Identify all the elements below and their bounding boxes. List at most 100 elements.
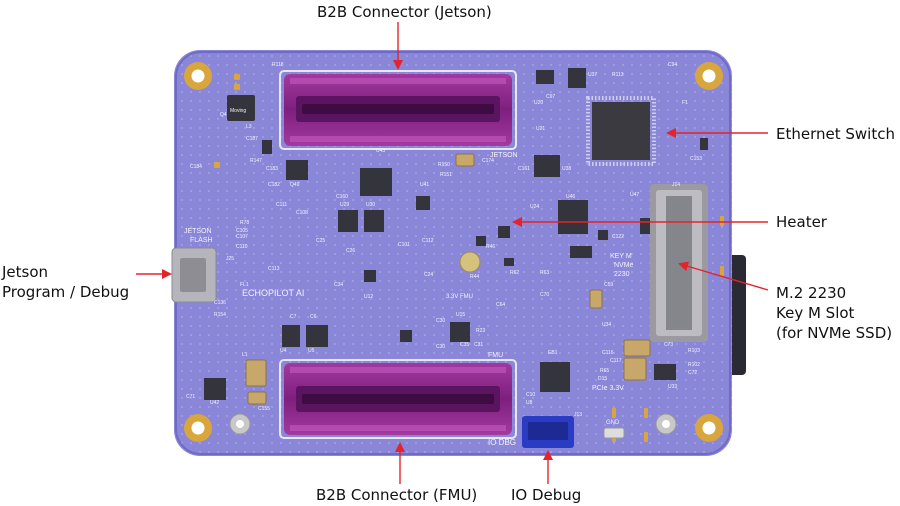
silkscreen-ref-q4: Q4 [220, 112, 227, 118]
callout-m2-slot-line1: M.2 2230 [776, 283, 892, 303]
callout-m2-slot-line2: Key M Slot [776, 303, 892, 323]
silkscreen-brand: ECHOPILOT AI [242, 288, 304, 298]
silkscreen-ref-r103: R103 [688, 348, 700, 354]
silkscreen-ref-r23: R23 [476, 328, 485, 334]
silkscreen-ref-c117: C117 [610, 358, 622, 364]
silkscreen-ref-c30: C30 [436, 344, 445, 350]
silkscreen-ref-c59: C59 [604, 282, 613, 288]
silkscreen-ref-c34: C34 [334, 282, 343, 288]
silkscreen-ref-u47: U47 [630, 192, 639, 198]
silkscreen-ref-c174: C174 [482, 158, 494, 164]
silkscreen-ref-c97: C97 [546, 94, 555, 100]
silkscreen-ref-r63: R63 [540, 270, 549, 276]
silkscreen-ref-q49: Q49 [290, 182, 300, 188]
silkscreen-ref-r62: R62 [510, 270, 519, 276]
silkscreen-ref-c160: C160 [336, 194, 348, 200]
silkscreen-ref-c108: C108 [296, 210, 308, 216]
silkscreen-ref-u37: U37 [588, 72, 597, 78]
silkscreen-ref-u42: U42 [210, 400, 219, 406]
callout-ethernet-switch: Ethernet Switch [776, 124, 895, 144]
silkscreen-ref-c153: C153 [690, 156, 702, 162]
silkscreen-ref-u12: U12 [364, 294, 373, 300]
silkscreen-ref-j14: J14 [672, 182, 680, 188]
callout-jetson-debug: Jetson Program / Debug [2, 262, 129, 302]
silkscreen-ref-r78: R78 [240, 220, 249, 226]
silkscreen-ref-c26: C26 [346, 248, 355, 254]
silkscreen-key-m-1: KEY M [610, 253, 632, 260]
callout-m2-slot: M.2 2230 Key M Slot (for NVMe SSD) [776, 283, 892, 343]
silkscreen-ref-c73: C73 [664, 342, 673, 348]
silkscreen-ref-c111: C111 [276, 202, 287, 208]
b2b-connector-fmu [280, 360, 516, 438]
silkscreen-ref-c101: C101 [398, 242, 410, 248]
silkscreen-io-dbg: IO DBG [488, 438, 516, 447]
callout-b2b-jetson: B2B Connector (Jetson) [317, 2, 492, 22]
silkscreen-ref-c187: C187 [246, 136, 258, 142]
silkscreen-ref-r102: R102 [688, 362, 700, 368]
silkscreen-fmu: FMU [488, 352, 503, 359]
silkscreen-ref-u8: U8 [526, 400, 533, 406]
silkscreen-ref-u21: U21 [536, 126, 545, 132]
silkscreen-ref-u20: U20 [534, 100, 543, 106]
silkscreen-ref-fl1: FL1 [240, 282, 249, 288]
silkscreen-ref-r151: R151 [440, 172, 452, 178]
silkscreen-ref-c184: C184 [190, 164, 202, 170]
silkscreen-ref-u30: U30 [366, 202, 375, 208]
silkscreen-ref-r150: R150 [438, 162, 450, 168]
silkscreen-ref-c30: C30 [436, 318, 445, 324]
silkscreen-ref-c7: C7 [290, 314, 297, 320]
silkscreen-ref-r154: R154 [214, 312, 226, 318]
silkscreen-ref-c113: C113 [268, 266, 280, 272]
silkscreen-ref-f1: F1 [682, 100, 688, 106]
io-debug-connector [522, 416, 574, 448]
silkscreen-ref-eb1: EB1 [548, 350, 558, 356]
silkscreen-ref-j13: J13 [574, 412, 582, 418]
silkscreen-ref-c116: C116 [602, 350, 614, 356]
silkscreen-ref-r44: R44 [470, 274, 479, 280]
silkscreen-ref-c71: C71 [186, 394, 195, 400]
silkscreen-ref-c182: C182 [268, 182, 280, 188]
silkscreen-ref-c107: C107 [236, 234, 248, 240]
callout-heater: Heater [776, 212, 827, 232]
jetson-usb-connector [172, 248, 216, 302]
callout-jetson-debug-line1: Jetson [2, 262, 129, 282]
silkscreen-jetson: JETSON [490, 152, 518, 159]
silkscreen-ref-u24: U24 [530, 204, 539, 210]
silkscreen-ref-u38: U38 [562, 166, 571, 172]
silkscreen-key-m-3: 2230 [614, 271, 630, 278]
silkscreen-ref-c161: C161 [518, 166, 530, 172]
silkscreen-ref-j25: J25 [226, 256, 234, 262]
silkscreen-3v3-fmu: 3.3V FMU [446, 294, 473, 300]
gnd-switch [604, 428, 624, 438]
silkscreen-ref-u15: U15 [456, 312, 465, 318]
heater-pad [460, 252, 480, 272]
silkscreen-moving: Moving [230, 108, 246, 114]
silkscreen-ref-c25: C25 [316, 238, 325, 244]
silkscreen-ref-c183: C183 [266, 166, 278, 172]
silkscreen-ref-c155: C155 [258, 406, 270, 412]
silkscreen-ref-c112: C112 [422, 238, 434, 244]
callout-io-debug: IO Debug [511, 485, 581, 505]
silkscreen-ref-l1: L1 [242, 352, 248, 358]
silkscreen-ref-c72: C72 [688, 370, 697, 376]
silkscreen-ref-c70: C70 [540, 292, 549, 298]
silkscreen-ref-l3: L3 [246, 124, 252, 130]
silkscreen-ref-c110: C110 [236, 244, 248, 250]
silkscreen-ref-r147: R147 [250, 158, 262, 164]
silkscreen-gnd: GND [606, 420, 620, 426]
silkscreen-ref-u41: U41 [420, 182, 429, 188]
silkscreen-ref-c35: C35 [460, 342, 469, 348]
silkscreen-ref-r65: R65 [600, 368, 609, 374]
silkscreen-ref-c122: C122 [612, 234, 624, 240]
silkscreen-ref-r46: R46 [486, 244, 495, 250]
silkscreen-ref-r113: R113 [612, 72, 624, 78]
silkscreen-ref-d15: D15 [598, 376, 607, 382]
silkscreen-ref-c136: C136 [214, 300, 226, 306]
silkscreen-ref-u4: U4 [280, 348, 287, 354]
silkscreen-ref-u43: U43 [376, 148, 385, 154]
silkscreen-ref-u34: U34 [602, 322, 611, 328]
callout-jetson-debug-line2: Program / Debug [2, 282, 129, 302]
ethernet-switch-chip [588, 98, 654, 164]
silkscreen-ref-c10: C10 [526, 392, 535, 398]
